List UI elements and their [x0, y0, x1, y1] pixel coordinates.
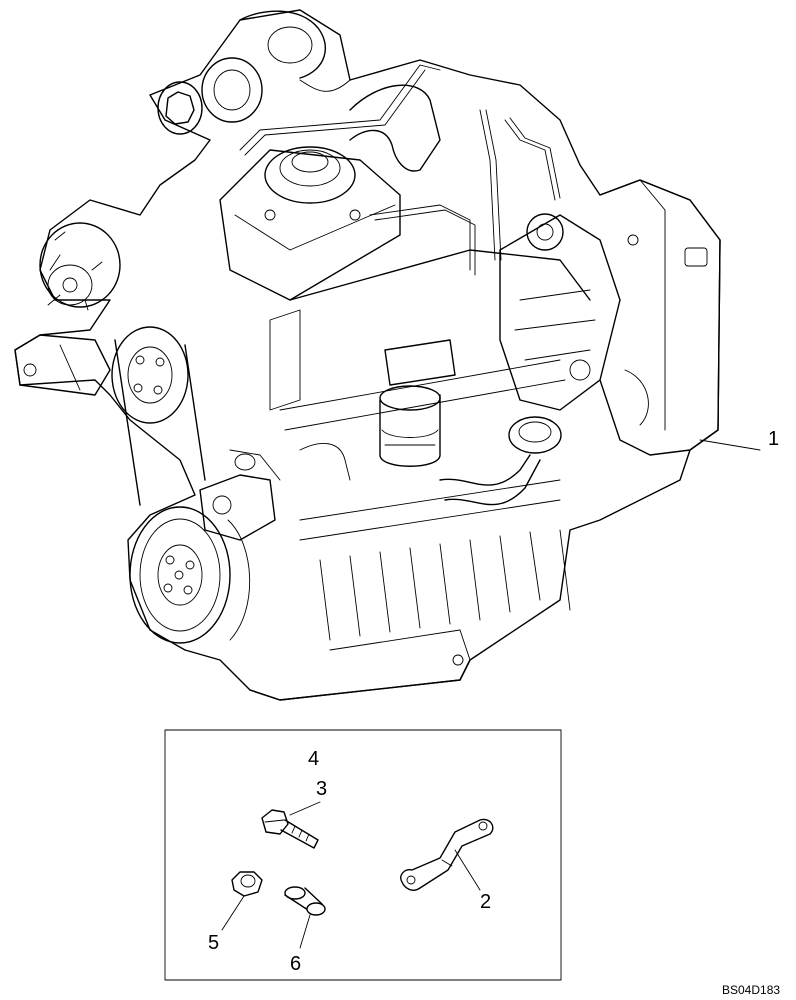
hardware-inset-box — [164, 729, 562, 981]
oil-filler — [439, 416, 562, 506]
flange-nut[interactable] — [221, 871, 263, 931]
leader-line-1 — [699, 439, 761, 451]
flange-bolt[interactable] — [261, 801, 321, 849]
drawing-code: BS04D183 — [722, 983, 780, 997]
belt-pulleys — [111, 326, 206, 506]
callout-2: 2 — [480, 891, 491, 913]
oil-pan — [329, 529, 571, 661]
fuel-filter — [379, 339, 456, 467]
engine-mount-left — [14, 334, 111, 396]
valve-cover — [219, 146, 401, 301]
callout-1: 1 — [768, 428, 779, 450]
timing-cover — [599, 179, 721, 456]
callout-3: 3 — [316, 778, 327, 800]
callout-6: 6 — [290, 953, 301, 975]
intake-pipe — [349, 84, 441, 172]
spacer-sleeve[interactable] — [284, 886, 326, 949]
callout-5: 5 — [208, 932, 219, 954]
turbocharger — [157, 10, 351, 135]
callout-4: 4 — [308, 748, 319, 770]
crank-damper — [129, 506, 251, 644]
engine-assembly[interactable] — [14, 9, 721, 701]
thermostat-housing — [199, 449, 281, 541]
engine-block — [249, 249, 591, 701]
mounting-bracket[interactable] — [400, 818, 494, 891]
alternator — [39, 222, 121, 311]
